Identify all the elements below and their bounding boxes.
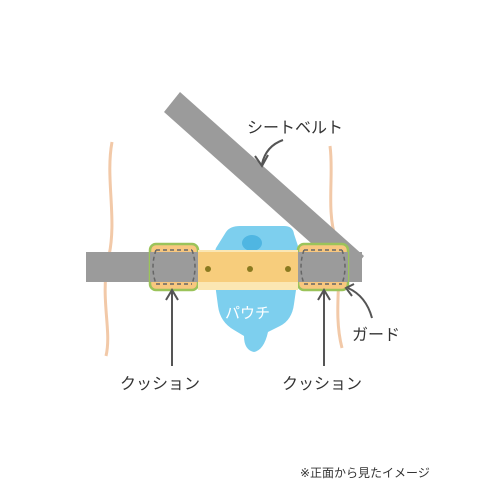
guard-label: ガード [352, 325, 401, 344]
cushion-left-dashed [152, 249, 196, 285]
cushion-right-label: クッション [282, 374, 363, 393]
cushion-right-arrow-head [317, 288, 331, 301]
view-note: ※正面から見たイメージ [300, 466, 430, 480]
band-dot-1 [205, 266, 211, 272]
band-dot-3 [285, 266, 291, 272]
cushion-left-label: クッション [120, 374, 201, 393]
guard-arrow [347, 287, 373, 319]
cushion-right-dashed [300, 249, 346, 285]
seatbelt-arrow [261, 139, 284, 165]
band-dot-2 [247, 266, 253, 272]
lap-belt-over-cushion-left [150, 252, 198, 282]
cushion-left-arrow-head [165, 288, 179, 301]
guard-arrow-head [344, 283, 355, 297]
seatbelt-label: シートベルト [247, 118, 344, 137]
lap-belt-over-cushion-right [298, 252, 348, 282]
seatbelt-arrow-head [254, 154, 269, 168]
body-outline-left [103, 141, 114, 357]
shoulder-belt [164, 92, 364, 276]
pouch-spout [242, 235, 262, 251]
pouch-label: パウチ [225, 304, 271, 322]
